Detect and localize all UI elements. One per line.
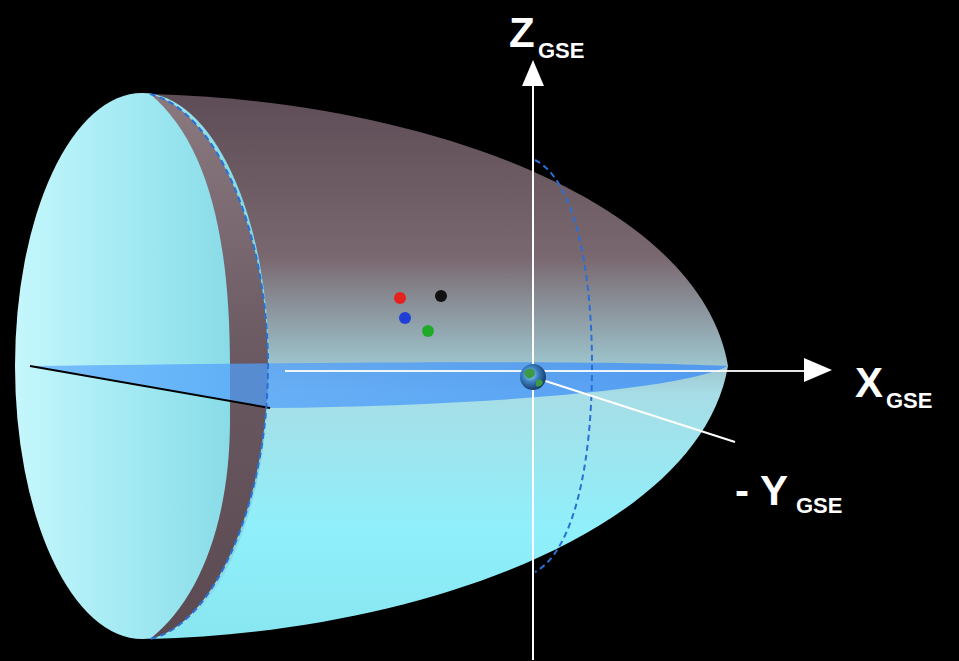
axis-subscript: GSE [538, 40, 584, 62]
axis-subscript: GSE [886, 390, 932, 412]
axis-subscript: GSE [796, 495, 842, 517]
axis-label: X [855, 362, 883, 404]
axis-label: - Y [735, 470, 788, 512]
axis-label: Z [509, 12, 535, 54]
